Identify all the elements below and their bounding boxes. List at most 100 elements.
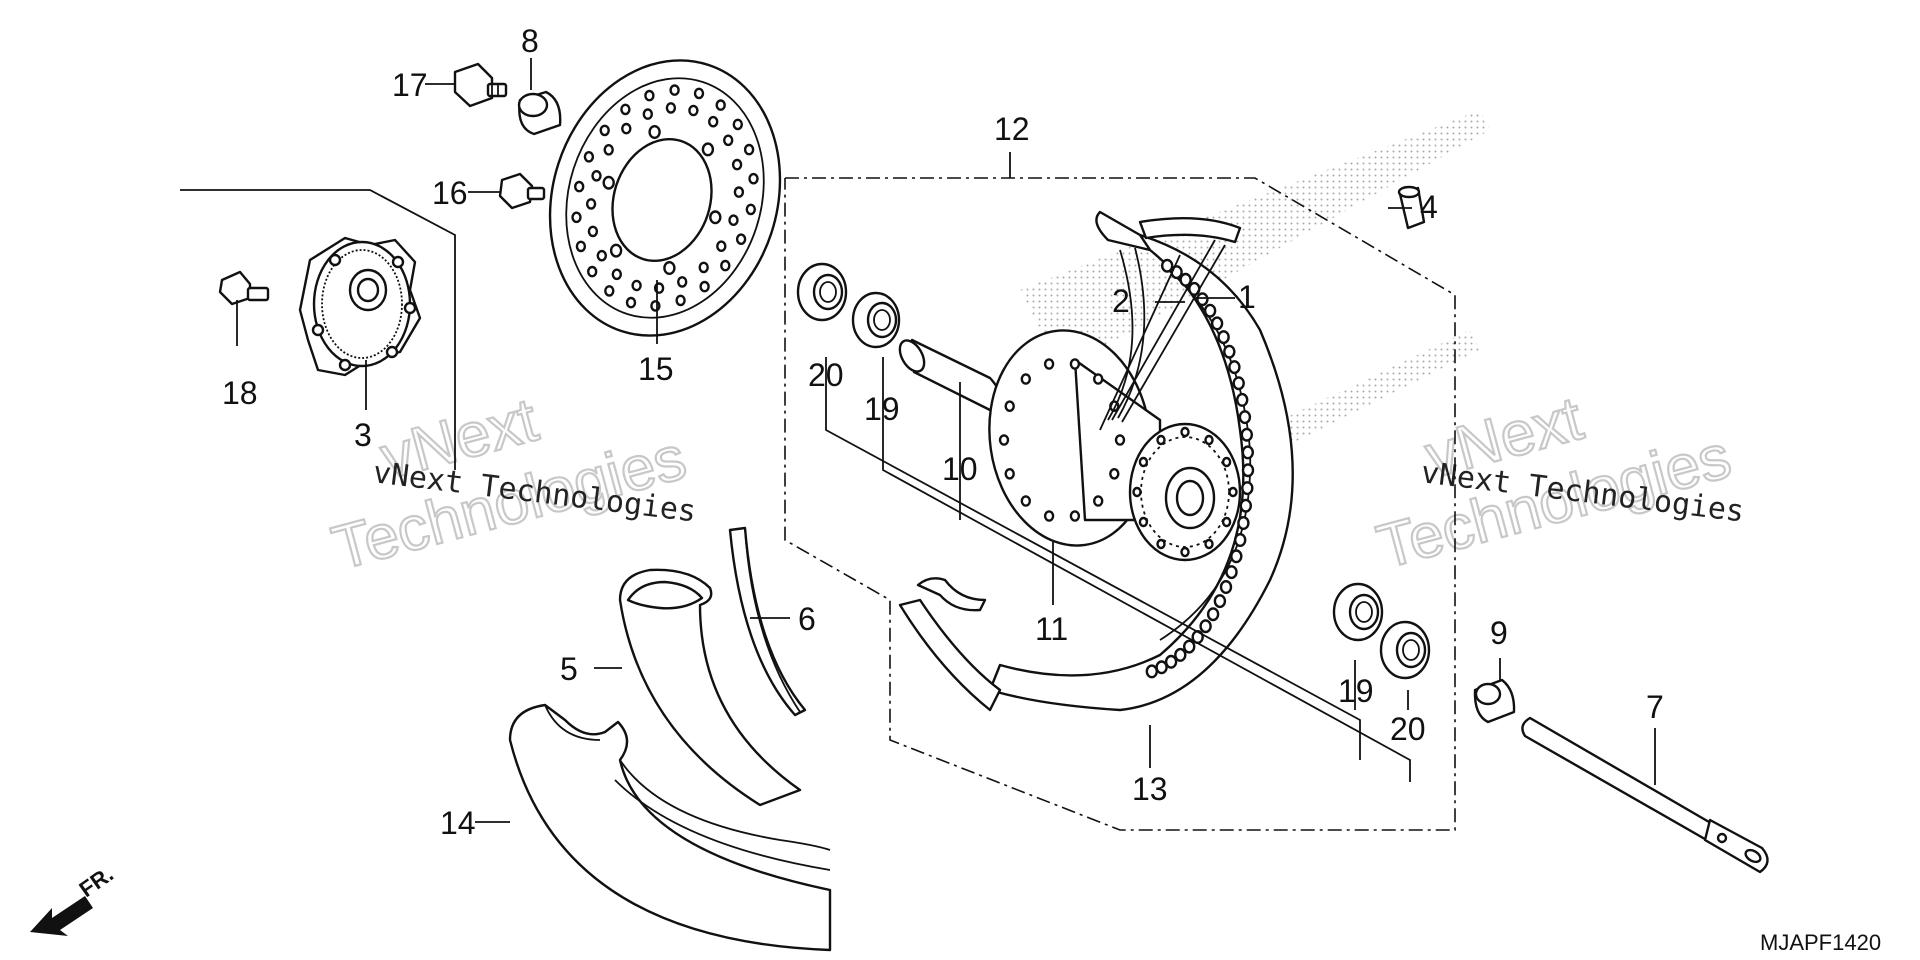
disc-bolt-holes [602, 124, 722, 276]
disc-hole [735, 233, 747, 245]
callouts: 17 8 16 18 3 15 12 4 2 1 20 19 10 11 13 … [222, 23, 1664, 841]
hub-spoke-hole [1092, 495, 1104, 507]
disc-hole [698, 261, 709, 274]
callout-10: 10 [942, 451, 978, 487]
disc-hole [585, 198, 597, 210]
part-18-bolt [218, 270, 270, 306]
rim-spoke-hole [1241, 481, 1254, 496]
rim-end-top [1138, 216, 1242, 244]
hub-spoke-hole [1069, 510, 1081, 522]
callout-8: 8 [521, 23, 539, 59]
hub-spoke-hole [1114, 434, 1126, 446]
hub-spoke-hole [1228, 486, 1238, 498]
callout-20-left: 20 [808, 357, 844, 393]
disc-bolt-hole [609, 243, 623, 258]
rim-spoke-hole [1217, 330, 1230, 345]
assembly-bracket-left [180, 189, 456, 470]
disc-hole [621, 122, 632, 135]
rim-spoke-hole [1219, 580, 1233, 595]
disc-hole [743, 143, 755, 156]
callout-20-right: 20 [1390, 711, 1426, 747]
part-5-tube [618, 568, 802, 807]
callout-12: 12 [994, 111, 1030, 147]
disc-hole [650, 300, 661, 312]
disc-hole [731, 158, 743, 171]
part-3-pulser-ring [298, 236, 422, 377]
disc-hole [733, 186, 745, 198]
part-9-collar [1473, 678, 1516, 724]
callout-4: 4 [1420, 189, 1438, 225]
hub-spoke-hole [998, 434, 1010, 446]
part-10-spacer [898, 338, 1003, 414]
disc-hole [591, 169, 602, 182]
disc-hole [604, 285, 615, 297]
disc-hole [732, 118, 743, 131]
front-arrow-icon [30, 896, 93, 936]
disc-hole [675, 294, 686, 307]
rim-spoke-hole [1213, 594, 1227, 609]
disc-hole [745, 203, 756, 216]
rim-spoke-hole [1235, 392, 1249, 407]
rim-spoke-hole [1240, 427, 1254, 442]
disc-hole [625, 296, 637, 309]
hub-spoke-hole [1180, 546, 1190, 558]
rim-spoke-hole [1179, 272, 1192, 287]
hub-spoke-hole [1004, 400, 1015, 413]
disc-hole [748, 172, 759, 185]
disc-hole [583, 150, 595, 163]
rim-spoke-hole [1210, 316, 1224, 331]
rim-spoke-hole [1182, 639, 1196, 654]
disc-hole [693, 87, 705, 100]
disc-bolt-hole [701, 142, 715, 157]
disc-hole [571, 211, 582, 224]
hub-spoke-hole [1138, 456, 1149, 468]
callout-3: 3 [354, 417, 372, 453]
hub-spoke-hole [1221, 456, 1232, 468]
callout-18: 18 [222, 375, 258, 411]
part-19-bearing-left [851, 291, 901, 349]
hub-spoke-hole [1109, 467, 1120, 480]
part-14-tire [508, 703, 832, 952]
disc-hole [611, 268, 622, 281]
disc-hole [665, 102, 677, 114]
hub-spoke-hole [1069, 358, 1081, 370]
hub-spoke-hole [1221, 516, 1232, 528]
callout-2: 2 [1112, 283, 1130, 319]
callout-16: 16 [432, 175, 468, 211]
rim-spoke-hole [1225, 565, 1238, 580]
rim-spoke-hole [1239, 498, 1253, 513]
disc-hole [688, 104, 699, 117]
hub-spoke-hole [1156, 538, 1166, 550]
stipple-shadow [1020, 110, 1490, 450]
front-indicator: FR. [30, 861, 118, 936]
callout-6: 6 [798, 601, 816, 637]
disc-hole [699, 280, 710, 293]
rim-spoke-hole [1203, 303, 1217, 318]
disc-hole [669, 84, 680, 96]
rim-spoke-hole [1155, 660, 1168, 675]
part-20-bearing-right [1379, 620, 1431, 680]
part-15-brake-disc [548, 59, 782, 337]
part-19-bearing-right [1332, 582, 1384, 642]
disc-hole [708, 115, 719, 128]
disc-hole [620, 103, 631, 116]
callout-19-right: 19 [1338, 673, 1374, 709]
disc-hole [715, 99, 726, 111]
drawing-code: MJAPF1420 [1760, 930, 1881, 955]
part-11-hub [988, 329, 1242, 562]
disc-holes [571, 84, 759, 312]
disc-hole [587, 225, 599, 238]
disc-hole [603, 143, 614, 156]
hub-spoke-hole [1020, 373, 1032, 385]
disc-hole [631, 279, 642, 292]
rim-spoke-hole [1160, 258, 1174, 273]
hub-spoke-hole [1204, 434, 1214, 446]
hub-spoke-hole [1020, 495, 1032, 507]
callout-19-left: 19 [864, 391, 900, 427]
part-8-collar [517, 90, 562, 136]
hub-spoke-hole [1092, 373, 1104, 385]
assembly-12-box [784, 177, 1456, 831]
hub-spoke-hole [1156, 434, 1166, 446]
disc-hole [677, 276, 688, 288]
